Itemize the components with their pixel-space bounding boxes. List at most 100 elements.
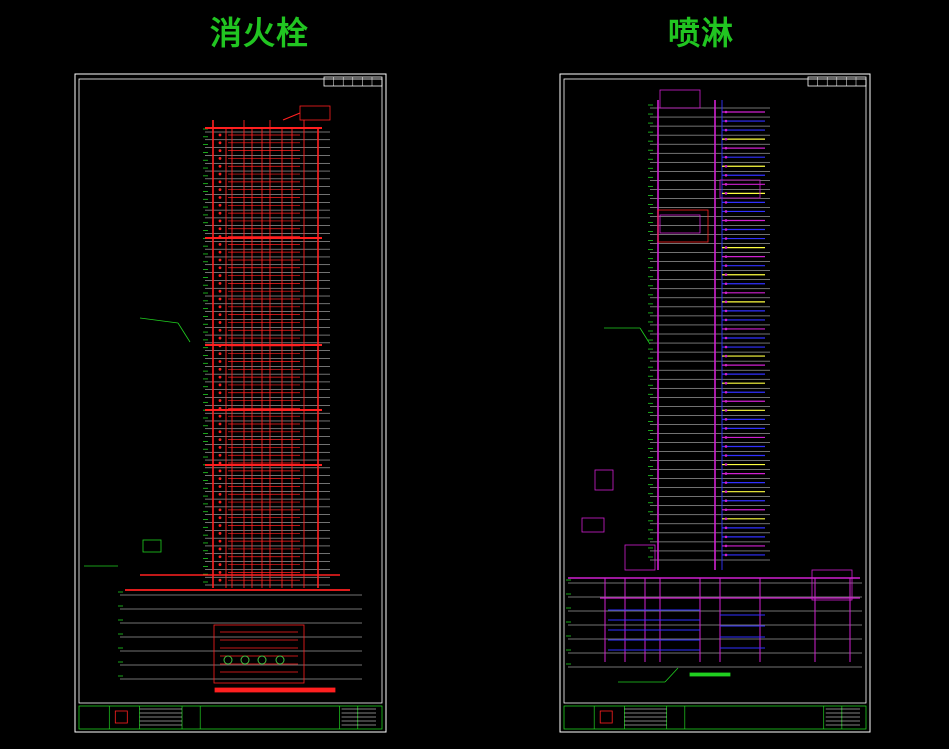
alarm-valve [724, 146, 728, 150]
hydrant-valve [218, 375, 222, 379]
alarm-valve [724, 128, 728, 132]
hydrant-valve [218, 328, 222, 332]
hydrant-valve [218, 188, 222, 192]
right-sheet[interactable] [559, 73, 871, 733]
hydrant-valve [218, 344, 222, 348]
pump-symbol [257, 655, 267, 665]
hydrant-valve [218, 547, 222, 551]
left-outer-frame [74, 73, 387, 733]
alarm-valve [724, 517, 728, 521]
alarm-valve [724, 454, 728, 457]
hydrant-valve [218, 164, 222, 168]
alarm-valve [724, 372, 728, 376]
alarm-valve [724, 155, 728, 159]
alarm-valve [724, 210, 728, 213]
pump-room [213, 624, 305, 684]
alarm-valve [724, 336, 728, 340]
alarm-valve [724, 228, 728, 231]
right-floor-lines [566, 104, 862, 668]
hydrant-valve [218, 539, 222, 543]
hydrant-valve [218, 485, 222, 488]
leader-line [177, 322, 191, 343]
hydrant-valve [218, 453, 222, 457]
hydrant-valve [218, 500, 222, 504]
hydrant-valve [218, 172, 222, 176]
hydrant-valve [218, 555, 222, 559]
hydrant-valve [218, 524, 222, 527]
right-outer-frame [559, 73, 871, 733]
hydrant-valve [218, 141, 222, 145]
hydrant-valve [218, 516, 222, 520]
hydrant-valve [218, 578, 222, 582]
hydrant-valve [218, 196, 222, 199]
title-block-logo [114, 710, 128, 724]
hydrant-valve [218, 149, 222, 153]
alarm-valve [724, 544, 728, 548]
hydrant-valve [218, 391, 222, 395]
alarm-valve [724, 463, 728, 466]
left-inner-frame [78, 78, 383, 704]
transfer-tank [657, 209, 709, 243]
hydrant-valve [218, 203, 222, 207]
hydrant-valve [218, 266, 222, 270]
hydrant-valve [218, 438, 222, 442]
alarm-valve [724, 309, 728, 313]
valve-room [624, 544, 656, 571]
hydrant-valve [218, 305, 222, 309]
alarm-valve [724, 110, 728, 114]
detail-callout [581, 517, 605, 533]
hydrant-valve [218, 227, 222, 231]
hydrant-valve [218, 461, 222, 465]
alarm-valve [724, 499, 728, 503]
left-sheet[interactable] [74, 73, 387, 733]
alarm-valve [724, 526, 728, 530]
alarm-valve [724, 137, 728, 141]
alarm-valve [724, 273, 728, 277]
hydrant-valve [218, 399, 222, 402]
alarm-valve [724, 490, 728, 493]
hydrant-valve [218, 406, 222, 410]
alarm-valve [724, 183, 728, 186]
alarm-valve [724, 282, 728, 286]
hydrant-valve [218, 383, 222, 387]
alarm-valve [724, 508, 728, 512]
hydrant-valve [218, 367, 222, 371]
pump-room [811, 569, 853, 601]
hydrant-valve [218, 180, 222, 184]
alarm-valve [724, 418, 728, 421]
alarm-valve [724, 553, 728, 557]
hydrant-valve [218, 477, 222, 481]
zone-tank [659, 89, 701, 109]
alarm-valve [724, 237, 728, 240]
hydrant-valve [218, 235, 222, 238]
alarm-valve [724, 345, 728, 349]
hydrant-valve [218, 289, 222, 293]
hydrant-valve [218, 446, 222, 449]
hydrant-valve [218, 321, 222, 324]
hydrant-valve [218, 352, 222, 356]
hydrant-valve [218, 242, 222, 246]
roof-connection [282, 112, 301, 121]
alarm-valve [724, 291, 728, 295]
hydrant-valve [218, 281, 222, 285]
hydrant-valve [218, 157, 222, 160]
alarm-valve [724, 472, 728, 475]
detail-callout [594, 469, 614, 491]
alarm-valve [724, 445, 728, 448]
hydrant-valve [218, 133, 222, 137]
alarm-valve [724, 327, 728, 331]
pump-symbol [223, 655, 233, 665]
zone-tank [719, 179, 761, 199]
hydrant-valve [218, 336, 222, 340]
left-revision-stamp [323, 76, 383, 87]
right-sprinkler-pipes [568, 89, 860, 683]
hydrant-valve [218, 430, 222, 434]
alarm-valve [724, 173, 728, 177]
alarm-valve [724, 535, 728, 539]
hydrant-valve [218, 360, 222, 363]
alarm-valve [724, 264, 728, 267]
hydrant-valve [218, 508, 222, 512]
hydrant-valve [218, 531, 222, 535]
title-block-logo [599, 710, 613, 724]
